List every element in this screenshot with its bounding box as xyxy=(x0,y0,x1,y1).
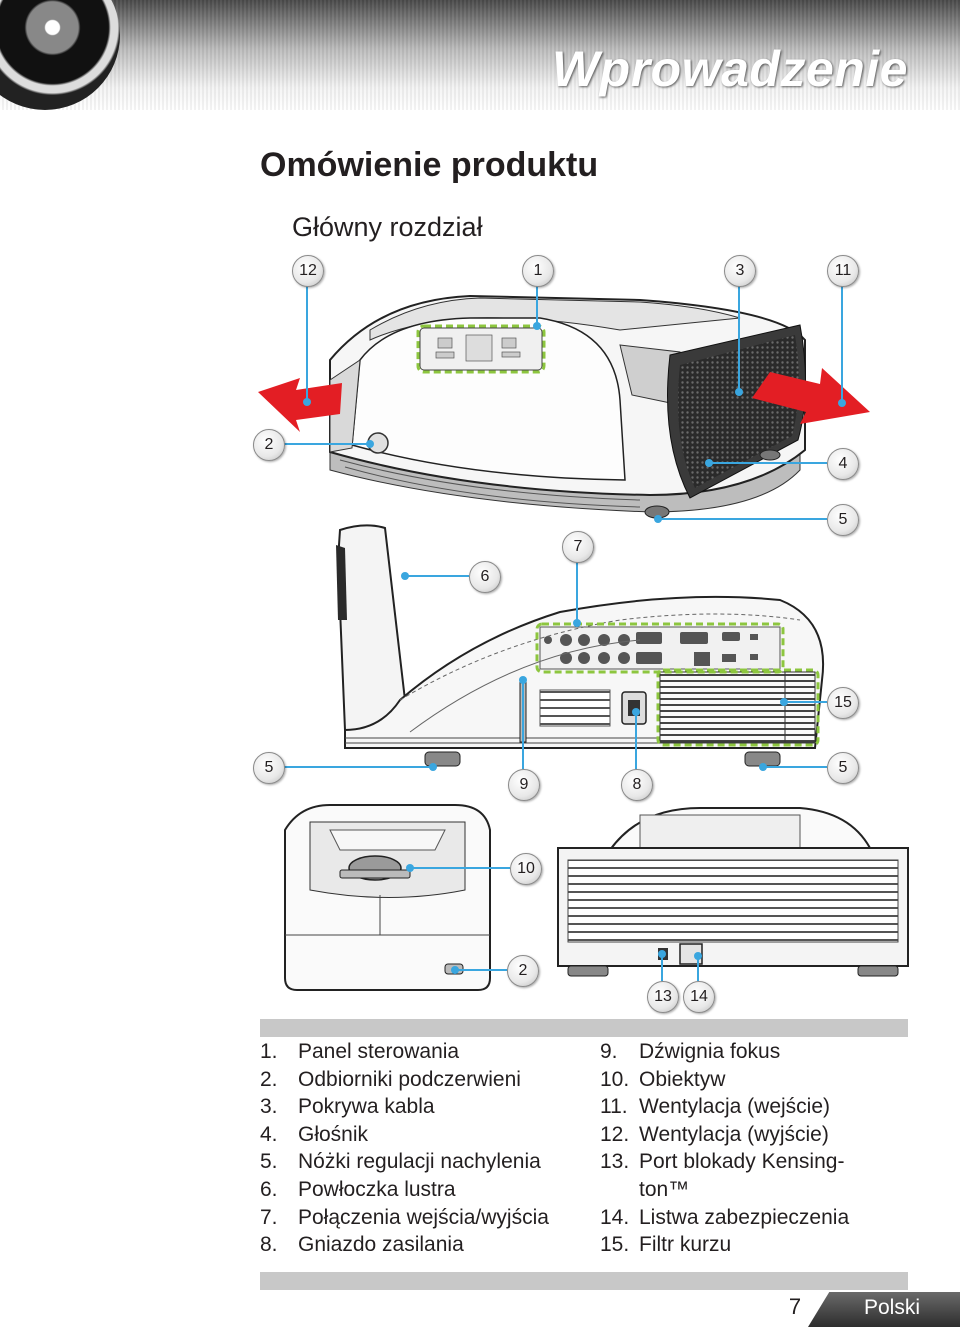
footer-language: Polski xyxy=(863,1296,921,1319)
callout-5-right: 5 xyxy=(827,752,859,784)
callout-4: 4 xyxy=(827,448,859,480)
callout-8: 8 xyxy=(621,769,653,801)
projector-side-view xyxy=(336,524,824,767)
legend-item: 1.Panel sterowania xyxy=(260,1040,460,1063)
legend-item: 4.Głośnik xyxy=(260,1122,369,1146)
callout-2-front: 2 xyxy=(507,955,539,987)
header-band xyxy=(0,0,960,110)
legend-item: 5.Nóżki regulacji nachylenia xyxy=(260,1150,541,1174)
section-title: Omówienie produktu xyxy=(260,146,599,184)
projector-front-view xyxy=(284,804,491,991)
callout-11: 11 xyxy=(827,255,859,287)
vent-inlet-arrow xyxy=(752,368,870,424)
page-number: 7 xyxy=(788,1294,802,1319)
callout-13: 13 xyxy=(647,981,679,1013)
legend-item: 2.Odbiorniki podczerwieni xyxy=(260,1067,521,1091)
callout-2-top: 2 xyxy=(253,429,285,461)
legend-bottom-bar xyxy=(260,1272,908,1290)
callout-12: 12 xyxy=(292,255,324,287)
callout-9: 9 xyxy=(508,769,540,801)
legend-item: 12.Wentylacja (wyjście) xyxy=(600,1122,829,1146)
legend-item: 11.Wentylacja (wejście) xyxy=(600,1095,830,1119)
callout-10: 10 xyxy=(510,853,542,885)
legend-item: 15.Filtr kurzu xyxy=(600,1233,732,1257)
leader-lines xyxy=(283,285,843,981)
vent-outlet-arrow xyxy=(258,378,342,432)
legend-item: 14.Listwa zabezpieczenia xyxy=(600,1205,850,1229)
callout-14: 14 xyxy=(683,981,715,1013)
legend-item: 6.Powłoczka lustra xyxy=(260,1177,456,1201)
callout-1: 1 xyxy=(522,255,554,287)
legend-item: 8.Gniazdo zasilania xyxy=(260,1233,464,1257)
callout-7: 7 xyxy=(562,531,594,563)
footer-language-tab xyxy=(808,1292,960,1327)
legend-item-continuation: ton™ xyxy=(639,1177,690,1201)
legend-left-column: 1.Panel sterowania 2.Odbiorniki podczerw… xyxy=(260,1038,549,1259)
leader-dots xyxy=(303,322,846,974)
subsection-title: Główny rozdział xyxy=(292,212,483,242)
chapter-title: Wprowadzenie xyxy=(551,41,908,97)
projector-top-view xyxy=(329,294,807,519)
callout-5-top: 5 xyxy=(827,504,859,536)
callout-6: 6 xyxy=(469,561,501,593)
legend-item: 9.Dźwignia fokus xyxy=(600,1040,781,1063)
legend-item: 10.Obiektyw xyxy=(600,1067,726,1091)
projector-rear-view xyxy=(557,807,909,977)
legend-item: 7.Połączenia wejścia/wyjścia xyxy=(260,1205,549,1229)
callout-5-left: 5 xyxy=(253,752,285,784)
callout-15: 15 xyxy=(827,687,859,719)
legend-right-column: 9.Dźwignia fokus 10.Obiektyw 11.Wentylac… xyxy=(600,1038,849,1259)
legend-top-bar xyxy=(260,1019,908,1037)
filter-highlight xyxy=(656,668,820,747)
legend-item: 3.Pokrywa kabla xyxy=(260,1095,435,1119)
control-panel-highlight xyxy=(416,324,546,374)
callout-3: 3 xyxy=(724,255,756,287)
legend-item: 13.Port blokady Kensing- xyxy=(600,1150,845,1174)
